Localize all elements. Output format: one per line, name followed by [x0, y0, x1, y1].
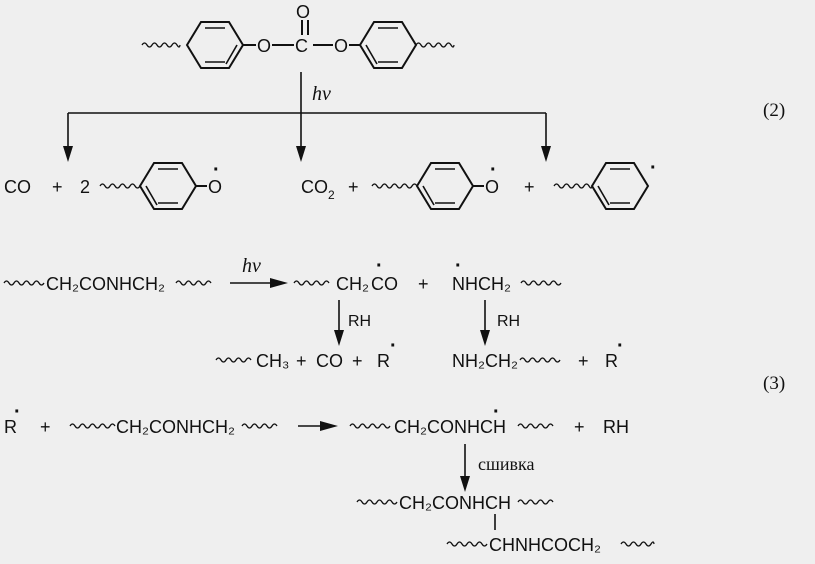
co2-formula: CO [301, 177, 328, 197]
wavy-chain-end [415, 42, 455, 48]
carbonyl-oxygen-label: O [296, 2, 310, 22]
plus-sign: + [352, 351, 363, 371]
plus-sign: + [40, 417, 51, 437]
radical-r: R [605, 351, 618, 371]
abstraction-products: CH₃ + CO + R · NH₂CH₂ + R · [215, 335, 624, 371]
radical-dot: · [650, 157, 657, 179]
co2-subscript: 2 [328, 188, 335, 202]
radical-dot: · [213, 159, 220, 181]
radical-dot: · [493, 401, 500, 423]
amide-chain-formula: CH₂CONHCH₂ [46, 274, 165, 294]
benzene-ring [415, 162, 475, 210]
plus-sign: + [296, 351, 307, 371]
plus-sign: + [52, 177, 63, 197]
benzene-ring-left [185, 21, 245, 69]
products-left: CO + 2 O · [4, 159, 222, 210]
plus-sign: + [574, 417, 585, 437]
crosslink-arrow [460, 444, 470, 492]
phenoxy-oxygen: O [485, 177, 499, 197]
ch2-fragment: CH₂ [336, 274, 369, 294]
plus-sign: + [348, 177, 359, 197]
rh-label: RH [348, 313, 371, 330]
hv-label: hν [242, 255, 261, 277]
radical-dot: · [14, 401, 21, 423]
plus-sign: + [418, 274, 429, 294]
carbon-label: C [295, 36, 308, 56]
radical-dot: · [390, 335, 397, 357]
radical-r: R [4, 417, 17, 437]
reaction-3: (3) CH₂CONHCH₂ hν CH₂ CO · + NHCH₂ · RH … [3, 255, 785, 555]
benzene-ring-right [358, 21, 418, 69]
equation-number-2: (2) [763, 100, 785, 121]
radical-r: R [377, 351, 390, 371]
radical-dot: · [617, 335, 624, 357]
aminyl-radical: NHCH₂ [452, 274, 511, 294]
wavy-chain-end [141, 42, 181, 48]
rh-label: RH [497, 313, 520, 330]
hv-label: hν [312, 83, 331, 105]
polycarbonate-unit: O C O O [141, 2, 455, 69]
crosslink-label: сшивка [478, 454, 534, 474]
co-formula: CO [4, 177, 31, 197]
crosslinked-product: CH₂CONHCH CHNHCOCH₂ [356, 493, 655, 555]
rh-formula: RH [603, 417, 629, 437]
amide-radical-formula: CH₂CONHCH [394, 417, 506, 437]
radical-dot: · [376, 255, 383, 277]
coefficient: 2 [80, 177, 90, 197]
oxygen-label: O [257, 36, 271, 56]
radical-dot: · [455, 255, 462, 277]
radical-dot: · [490, 159, 497, 181]
plus-sign: + [578, 351, 589, 371]
amine-formula: NH₂CH₂ [452, 351, 518, 371]
products-right: CO 2 + O · + · [301, 157, 657, 210]
acyl-radical: CO [371, 274, 398, 294]
reaction-2: O C O O [4, 2, 785, 210]
upper-chain-formula: CH₂CONHCH [399, 493, 511, 513]
photolysis-line: CH₂CONHCH₂ hν CH₂ CO · + NHCH₂ · [3, 255, 562, 294]
equation-number-3: (3) [763, 373, 785, 394]
oxygen-label: O [334, 36, 348, 56]
hydrogen-abstraction-arrows [334, 300, 490, 346]
phenoxy-oxygen: O [208, 177, 222, 197]
plus-sign: + [524, 177, 535, 197]
radical-transfer-line: R · + CH₂CONHCH₂ CH₂CONHCH · + RH [4, 401, 629, 437]
co-formula: CO [316, 351, 343, 371]
photolysis-branch-arrows [63, 72, 551, 162]
amide-chain-formula: CH₂CONHCH₂ [116, 417, 235, 437]
lower-chain-formula: CHNHCOCH₂ [489, 535, 601, 555]
methyl-formula: CH₃ [256, 351, 289, 371]
phenyl-radical-ring [590, 162, 650, 210]
benzene-ring [138, 162, 198, 210]
